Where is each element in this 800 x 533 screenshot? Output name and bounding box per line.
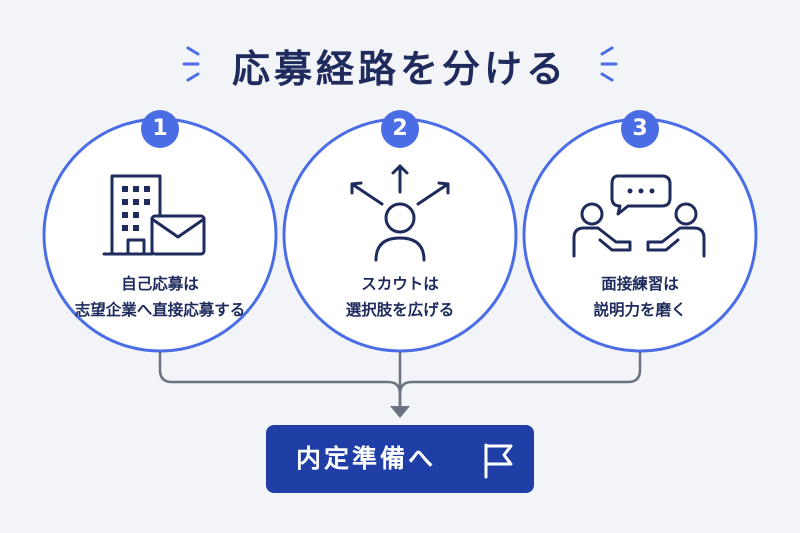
step-2-line2: 選択肢を広げる	[345, 301, 455, 319]
step-3-badge	[621, 110, 659, 148]
step-1-line1: 自己応募は	[121, 275, 199, 293]
step-3-line1: 面接練習は	[601, 275, 679, 293]
step-1-badge	[141, 110, 179, 148]
step-3-number: 3	[632, 116, 648, 141]
step-1-number: 1	[152, 116, 168, 141]
flag-icon	[484, 443, 513, 479]
conversation-icon	[572, 174, 706, 258]
connector-arrowhead	[390, 406, 410, 418]
step-2-number: 2	[392, 116, 408, 141]
step-2-line1: スカウトは	[361, 275, 439, 293]
sparkle-left-icon	[182, 46, 200, 82]
page-title: 応募経路を分ける	[231, 47, 568, 91]
connector-line-3	[398, 350, 642, 396]
sparkle-right-icon	[600, 46, 618, 82]
connector-line-1	[158, 350, 402, 410]
step-2-label: スカウトは 選択肢を広げる	[300, 271, 500, 323]
step-3-line2: 説明力を磨く	[593, 301, 687, 319]
step-2-badge	[381, 110, 419, 148]
goal-label: 内定準備へ	[296, 444, 437, 473]
goal-box: 内定準備へ	[266, 425, 534, 493]
step-1-label: 自己応募は 志望企業へ直接応募する	[60, 271, 260, 323]
step-3-label: 面接練習は 説明力を磨く	[540, 271, 740, 323]
building-envelope-icon	[102, 174, 206, 256]
person-arrows-icon	[350, 164, 450, 262]
step-1-line2: 志望企業へ直接応募する	[74, 301, 246, 319]
